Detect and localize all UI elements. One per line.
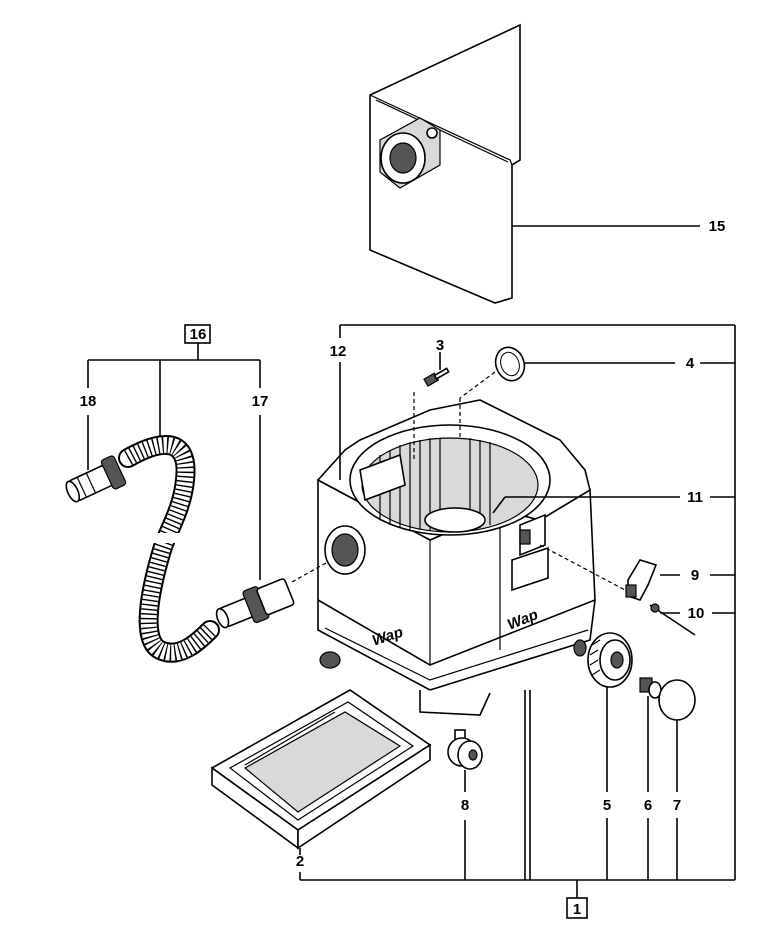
callout-6: 6 <box>644 797 652 814</box>
callout-5: 5 <box>603 797 611 814</box>
vacuum-body-drawing: Wap Wap <box>291 399 596 716</box>
callout-17: 17 <box>252 393 269 410</box>
wheel-assembly-drawing <box>587 632 696 792</box>
callout-4: 4 <box>686 355 695 372</box>
callout-11: 11 <box>687 489 703 506</box>
callout-16: 16 <box>190 326 207 343</box>
callout-12: 12 <box>330 343 347 360</box>
callout-10: 10 <box>688 605 705 622</box>
switch-and-pin-drawing <box>539 362 735 636</box>
callout-2: 2 <box>296 853 304 870</box>
callout-8: 8 <box>461 797 469 814</box>
screw-and-oring-drawing <box>413 346 675 460</box>
callout-box-1 <box>566 897 588 919</box>
filter-bag-drawing <box>369 23 700 304</box>
callout-3: 3 <box>436 337 444 354</box>
callout-15: 15 <box>709 218 726 235</box>
callout-9: 9 <box>691 567 699 584</box>
callout-18: 18 <box>80 393 97 410</box>
callout-7: 7 <box>673 797 681 814</box>
hose-assembly-drawing <box>65 324 295 663</box>
callout-1: 1 <box>573 901 581 918</box>
caster-drawing <box>447 729 483 792</box>
drawer-tray-drawing <box>210 689 432 855</box>
